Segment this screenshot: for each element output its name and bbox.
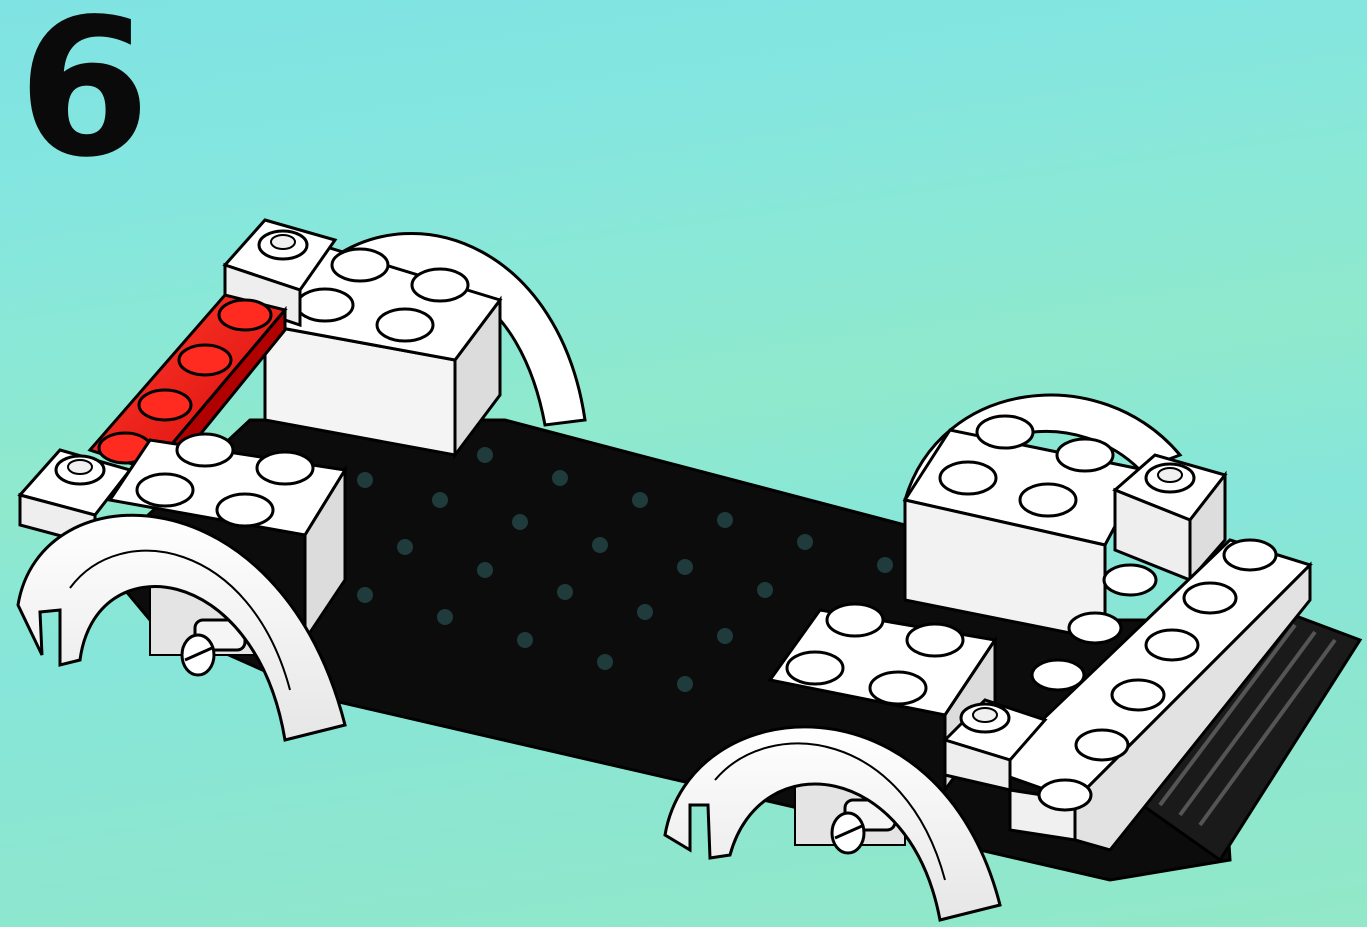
white-brick-2x2-right [905, 416, 1145, 640]
